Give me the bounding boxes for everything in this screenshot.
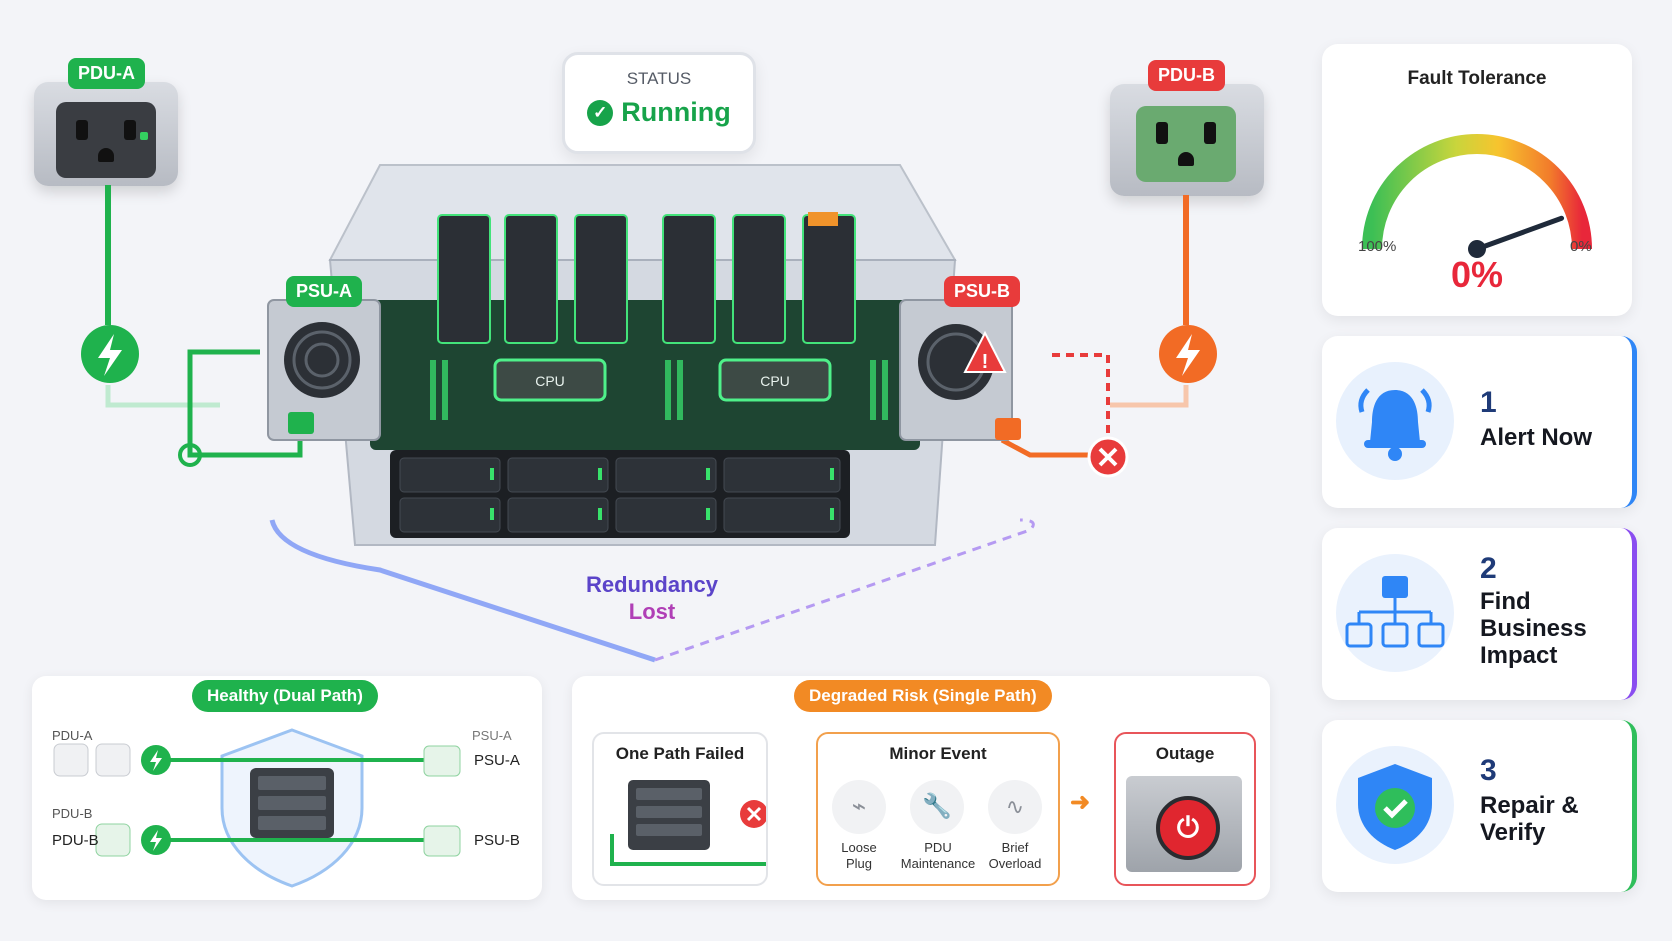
step-repair-card[interactable]: 3 Repair & Verify (1322, 720, 1637, 892)
svg-text:!: ! (982, 351, 989, 373)
minor-event-title: Minor Event (889, 744, 987, 763)
gauge-right-label: 0% (1570, 238, 1592, 255)
step-3-number: 3 (1480, 754, 1497, 787)
power-cable-a-lower (105, 385, 220, 408)
redundancy-outline-solid (269, 519, 656, 663)
redundancy-outline-dashed (654, 518, 1035, 662)
pdu-a-tag: PDU-A (68, 58, 145, 89)
step-impact-card[interactable]: 2 Find Business Impact (1322, 528, 1637, 700)
minor-event-item-2: PDU Maintenance (900, 840, 976, 871)
pulse-icon: ∿ (988, 780, 1042, 834)
server-diagram: CPU CPU ! Redundancy Lost (81, 164, 1217, 663)
power-cable-b-dashed (1052, 353, 1110, 455)
bell-icon (1336, 362, 1454, 480)
healthy-psu-a: PSU-A (474, 752, 520, 769)
minor-event-item-3: Brief Overload (988, 840, 1042, 871)
one-path-failed-box: One Path Failed (592, 732, 768, 886)
pdu-b-outlet (1110, 84, 1264, 196)
step-3-title: Repair & Verify (1480, 792, 1579, 846)
power-off-icon: ⏻ (1156, 796, 1220, 860)
fault-tolerance-title: Fault Tolerance (1407, 68, 1547, 89)
plug-icon: ⌁ (832, 780, 886, 834)
hierarchy-icon (1336, 554, 1454, 672)
healthy-pdu-b-small: PDU-B (52, 806, 93, 821)
step-2-number: 2 (1480, 552, 1497, 585)
pdu-a-outlet (34, 82, 178, 186)
power-cable-b-psu (1000, 437, 1090, 458)
single-path-diagram (610, 780, 766, 866)
cpu-b-label: CPU (760, 373, 790, 389)
status-card: STATUS ✓ Running (562, 52, 756, 154)
status-value-row: ✓ Running (565, 97, 753, 128)
ram-modules (430, 360, 888, 420)
arrow-right-icon: ➜ (1070, 789, 1091, 816)
status-value: Running (621, 97, 731, 127)
one-path-failed-title: One Path Failed (615, 744, 745, 763)
fault-tolerance-card: Fault Tolerance 100% 0% 0% (1322, 44, 1632, 316)
healthy-pdu-b: PDU-B (52, 832, 99, 849)
warning-icon (963, 330, 1007, 373)
psu-a-tag: PSU-A (286, 276, 363, 307)
healthy-pill: Healthy (Dual Path) (192, 680, 378, 712)
outage-title: Outage (1155, 744, 1215, 763)
power-cable-a-psu (187, 349, 303, 458)
healthy-psu-b: PSU-B (474, 832, 520, 849)
degraded-panel: Degraded Risk (Single Path) One Path Fai… (572, 676, 1270, 900)
degraded-pill: Degraded Risk (Single Path) (794, 680, 1052, 712)
fault-tolerance-gauge (1362, 134, 1592, 258)
wrench-icon: 🔧 (910, 780, 964, 834)
gauge-value: 0% (1450, 254, 1504, 295)
psu-b-plug (995, 418, 1021, 440)
minor-event-box: Minor Event ⌁ 🔧 ∿ Loose Plug PDU Mainten… (816, 732, 1060, 886)
drive-slots (399, 457, 841, 533)
healthy-pdu-a-small: PDU-A (52, 728, 93, 743)
healthy-psu-a-small: PSU-A (472, 728, 512, 743)
healthy-panel: Healthy (Dual Path) PDU-A PSU-A PSU-A PD… (32, 676, 542, 900)
psu-b-tag: PSU-B (944, 276, 1021, 307)
cpu-b (718, 358, 832, 402)
drive-leds (490, 468, 834, 520)
step-alert-card[interactable]: 1 Alert Now (1322, 336, 1637, 508)
pdu-b-tag: PDU-B (1148, 60, 1225, 91)
minor-event-item-1: Loose Plug (841, 840, 877, 871)
outage-box: Outage ⏻ (1114, 732, 1256, 886)
cpu-a-label: CPU (535, 373, 565, 389)
shield-check-icon (1336, 746, 1454, 864)
step-1-number: 1 (1480, 386, 1497, 419)
healthy-diagram (53, 728, 461, 888)
psu-a-plug (288, 412, 314, 434)
redundancy-lost-line1: Redundancy (586, 572, 719, 597)
gauge-left-label: 100% (1358, 238, 1397, 255)
gpu-cards (437, 212, 856, 344)
step-1-title: Alert Now (1480, 424, 1593, 451)
cpu-a (493, 358, 607, 402)
power-cable-b-faded (1110, 385, 1189, 408)
gauge-needle (1468, 215, 1565, 258)
outlet-face (1136, 106, 1236, 182)
cable-joint (178, 443, 202, 467)
outlet-face (56, 102, 156, 178)
check-circle-icon: ✓ (587, 99, 614, 126)
server-chassis-top (328, 164, 957, 261)
outage-image: ⏻ (1126, 776, 1242, 872)
step-2-title: Find Business Impact (1480, 588, 1587, 669)
redundancy-lost-line2: Lost (629, 599, 676, 624)
status-label: STATUS (626, 69, 692, 88)
